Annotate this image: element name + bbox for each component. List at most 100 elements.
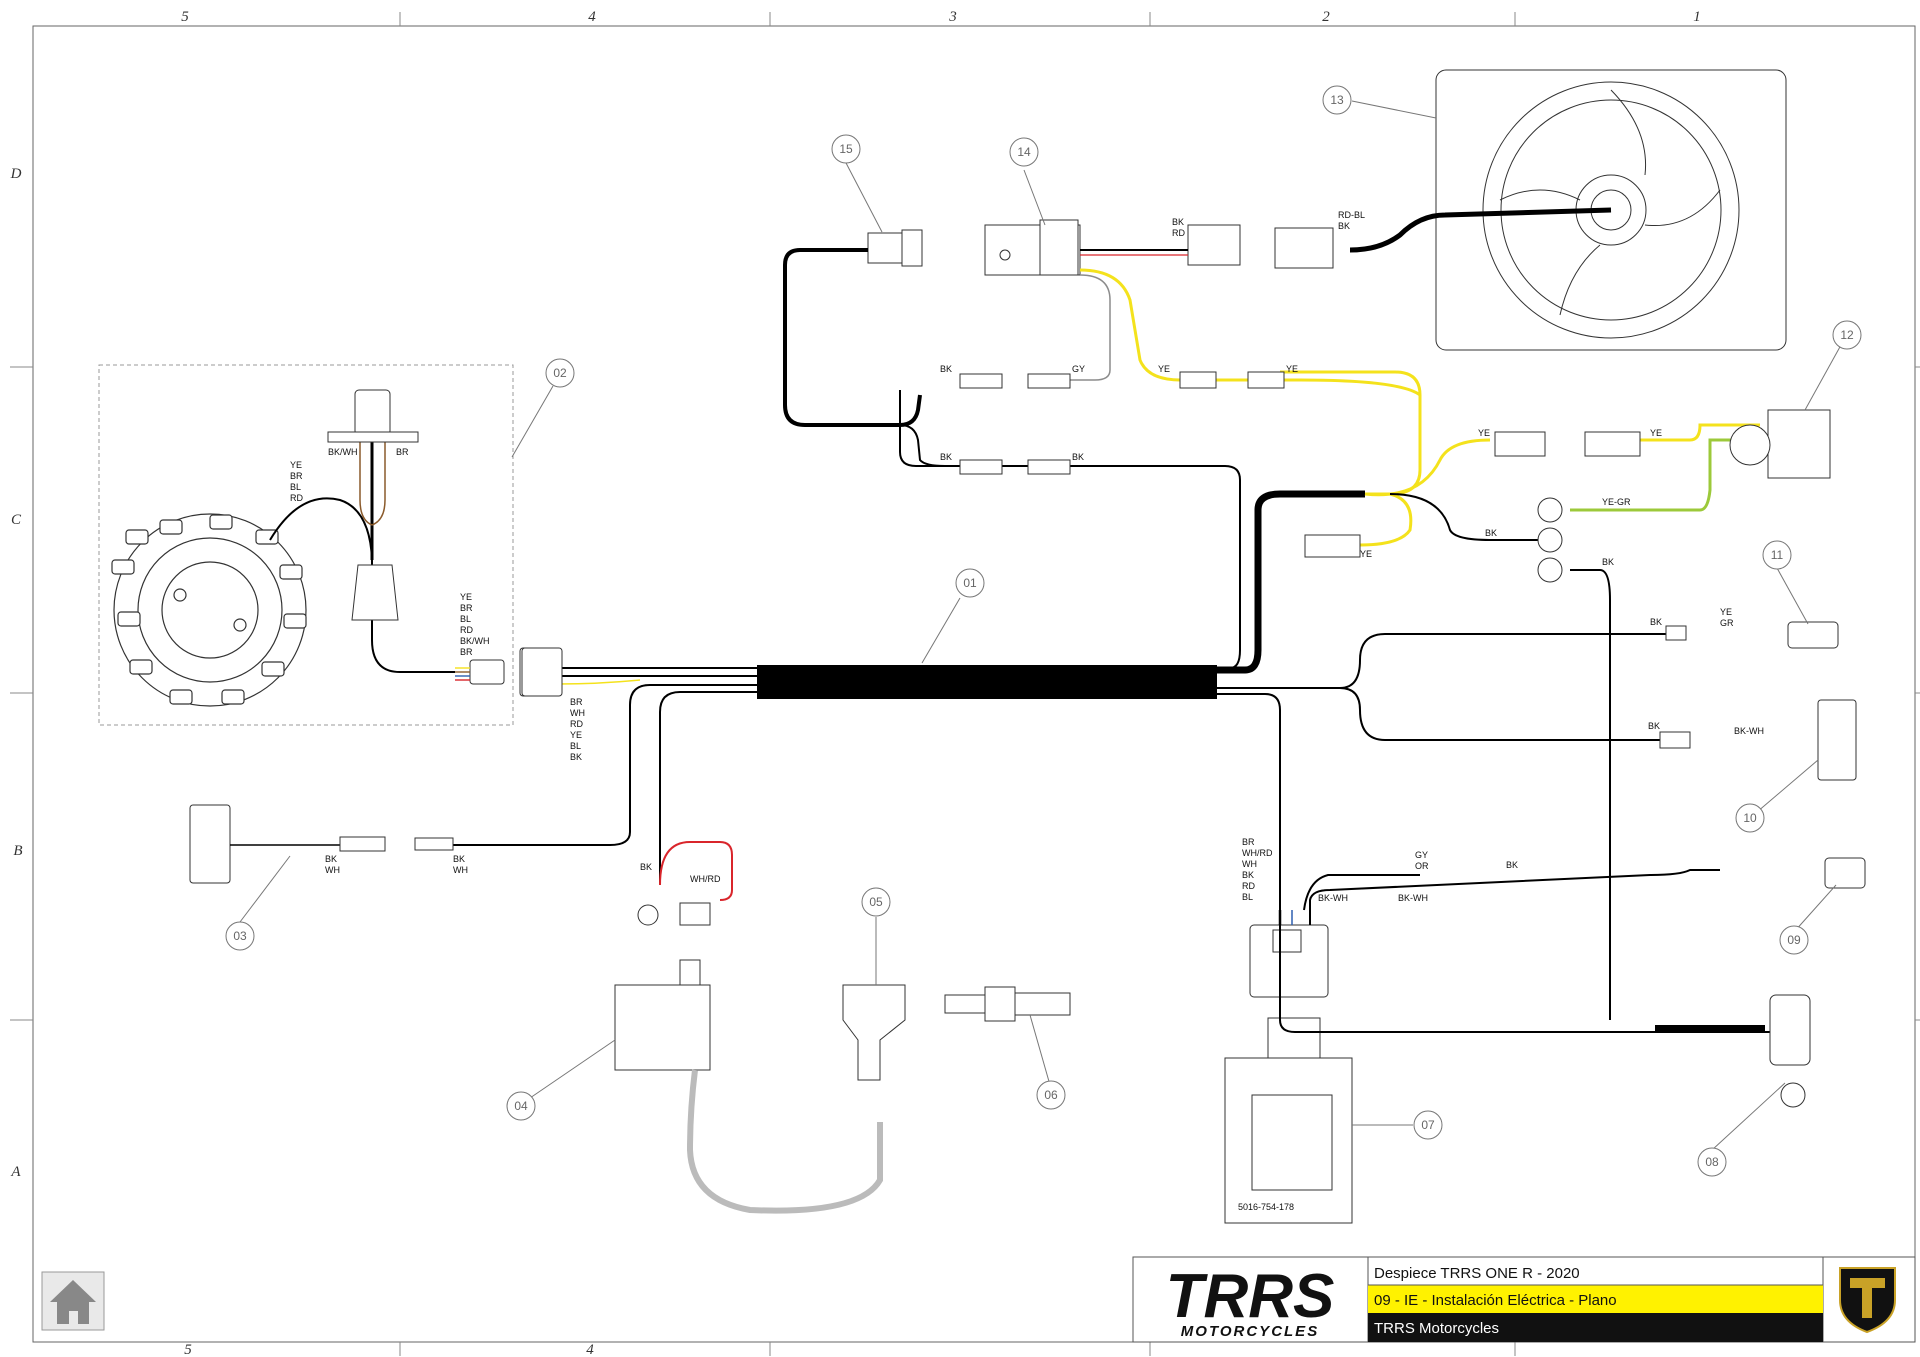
connector-ye-b (1584, 431, 1641, 457)
switch11-label-gr: GR (1720, 618, 1734, 628)
relay-branch-label-ye1: YE (1158, 364, 1170, 374)
stator-plug-label-bl: BL (460, 614, 471, 624)
right-label-ye3: YE (1360, 549, 1372, 559)
cdi-connector (1249, 924, 1329, 998)
relay-branch-connectors (959, 371, 1285, 475)
right-label-ye1: YE (1478, 428, 1490, 438)
stator-plug-label-rd: RD (460, 625, 473, 635)
grid-row-a: A (10, 1164, 21, 1180)
sheet-border (32, 25, 1916, 1343)
main-conn-label-wh: WH (570, 708, 585, 718)
connector-10 (1659, 699, 1857, 781)
callout-10: 10 (1743, 811, 1757, 825)
switch11-label-bk: BK (1650, 617, 1662, 627)
regulator-label-bk2: BK (453, 854, 465, 864)
relay-branch-label-bk1: BK (940, 364, 952, 374)
main-conn-label-rd: RD (570, 719, 583, 729)
main-connector (521, 647, 563, 697)
cdi-right-label-or: OR (1415, 861, 1429, 871)
cdi-label-rd: RD (1242, 881, 1255, 891)
regulator-label-bk1: BK (325, 854, 337, 864)
fan-label-bk: BK (1338, 221, 1350, 231)
connector-ye-a (1494, 431, 1546, 457)
cdi-unit (1224, 1017, 1353, 1224)
unit-12 (1729, 409, 1831, 479)
kill-switch (1279, 910, 1811, 1108)
callout-01: 01 (963, 576, 977, 590)
title-row-3-bg (1368, 1313, 1823, 1342)
callout-circles (225, 85, 1862, 1177)
grid-ticks (10, 12, 1920, 1356)
stator-plug-label-br: BR (460, 603, 473, 613)
home-icon (50, 1280, 96, 1324)
sensor-wires (783, 248, 960, 467)
yellow-branch (1280, 370, 1770, 547)
right-label-bk1: BK (1485, 528, 1497, 538)
stator-conn-label-br: BR (290, 471, 303, 481)
callout-leaders (239, 100, 1842, 1151)
ignition-coil (614, 959, 883, 1214)
grid-col-top-1: 1 (1693, 9, 1701, 25)
relay-branch-label-bk3: BK (1072, 452, 1084, 462)
stator-conn-label-rd: RD (290, 493, 303, 503)
spark-plug-cap (842, 984, 906, 1081)
switch-09 (1824, 857, 1866, 889)
cdi-part-number: 5016-754-178 (1238, 1202, 1294, 1212)
grid-col-bottom-4: 4 (586, 1342, 594, 1357)
fan-connector (1274, 227, 1334, 269)
right-label-ye2: YE (1650, 428, 1662, 438)
fan-wires (1349, 207, 1612, 253)
title-block: TRRS MOTORCYCLES Despiece TRRS ONE R - 2… (1132, 1256, 1916, 1343)
callout-04: 04 (514, 1099, 528, 1113)
switch11-label-ye: YE (1720, 607, 1732, 617)
stator-group-outline (98, 364, 514, 726)
callout-06: 06 (1044, 1088, 1058, 1102)
logo-trrs: TRRS (1166, 1262, 1335, 1331)
coil-spade-terminal (679, 902, 711, 926)
main-conn-label-bk: BK (570, 752, 582, 762)
grid-row-d: D (10, 166, 22, 182)
stator-plug-label-ye: YE (460, 592, 472, 602)
grid-col-top-4: 4 (588, 9, 596, 25)
stator-conn-label-ye: YE (290, 460, 302, 470)
relay-out-connector (1187, 224, 1241, 266)
callout-13: 13 (1330, 93, 1344, 107)
trrs-shield-icon (1839, 1267, 1896, 1334)
title-line-3: TRRS Motorcycles (1374, 1320, 1499, 1337)
cdi-label-br: BR (1242, 837, 1255, 847)
sensor-15 (867, 229, 923, 267)
right-label-yegr: YE-GR (1602, 497, 1631, 507)
logo-motorcycles: MOTORCYCLES (1181, 1323, 1319, 1340)
cdi-right-label-bk: BK (1506, 860, 1518, 870)
title-row-2-bg (1368, 1285, 1823, 1313)
coil-wires (659, 841, 733, 901)
stator (111, 513, 307, 707)
grid-col-top-2: 2 (1322, 9, 1330, 25)
relay-branch-label-bk2: BK (940, 452, 952, 462)
cdi-right-label-gy: GY (1415, 850, 1428, 860)
cdi-label-wh: WH (1242, 859, 1257, 869)
right-label-bk2: BK (1602, 557, 1614, 567)
relay-branch-label-ye2: YE (1286, 364, 1298, 374)
main-conn-label-br: BR (570, 697, 583, 707)
cdi-right-label-bkwh2: BK-WH (1398, 893, 1428, 903)
main-conn-label-ye: YE (570, 730, 582, 740)
harness-left-wires (420, 667, 757, 885)
cdi-label-whrd: WH/RD (1242, 848, 1273, 858)
stator-plug-label-bkwh: BK/WH (460, 636, 490, 646)
regulator-label-wh1: WH (325, 865, 340, 875)
conn10-label-bk: BK (1648, 721, 1660, 731)
callout-05: 05 (869, 895, 883, 909)
conn10-label-bkwh: BK-WH (1734, 726, 1764, 736)
callout-02: 02 (553, 366, 567, 380)
coil-label-bk: BK (640, 862, 652, 872)
relay-14 (984, 219, 1081, 276)
grid-col-top-3: 3 (948, 9, 957, 25)
grid-row-b: B (13, 843, 22, 859)
main-harness-sleeve (757, 665, 1217, 699)
fan-label-rdbl: RD-BL (1338, 210, 1365, 220)
regulator-connector-b (414, 837, 454, 851)
home-button[interactable] (41, 1271, 105, 1331)
stator-conn-label-bl: BL (290, 482, 301, 492)
